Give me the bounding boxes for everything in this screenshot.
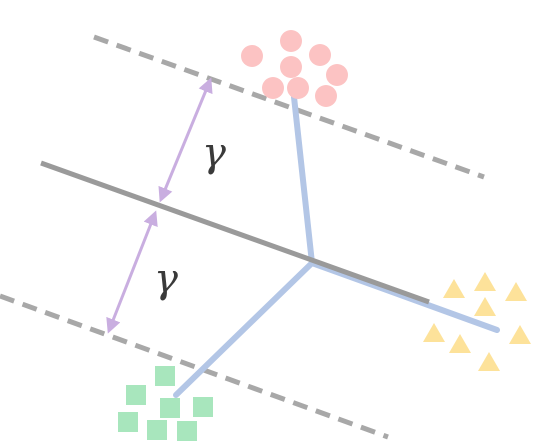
lower-margin-line [0, 293, 389, 440]
class-square-point [118, 412, 138, 432]
lower-margin-label: γ [154, 256, 178, 302]
class-square-point [155, 366, 175, 386]
upper-margin-arrow [158, 77, 213, 203]
connector-lines [173, 94, 500, 398]
class-triangle-point [474, 272, 496, 291]
class-circle-point [280, 56, 302, 78]
class-circle-point [326, 64, 348, 86]
connector-to-circles [291, 94, 315, 266]
class-triangle-point [478, 352, 500, 371]
triangle-class-cluster [423, 272, 531, 371]
class-circle-point [309, 44, 331, 66]
class-circle-point [262, 77, 284, 99]
connector-to-triangles [309, 260, 500, 333]
class-triangle-point [443, 279, 465, 298]
upper-margin-label: γ [202, 130, 226, 176]
class-square-point [126, 385, 146, 405]
decision-boundary-line [40, 160, 430, 305]
class-triangle-point [474, 297, 496, 316]
connector-to-squares [173, 260, 315, 398]
upper-margin-line [93, 34, 485, 180]
circle-class-cluster [241, 30, 348, 107]
class-square-point [177, 421, 197, 441]
lower-margin-arrow [106, 210, 158, 334]
square-class-cluster [118, 366, 213, 441]
class-square-point [147, 420, 167, 440]
class-triangle-point [449, 334, 471, 353]
class-circle-point [315, 85, 337, 107]
class-triangle-point [423, 323, 445, 342]
class-circle-point [241, 45, 263, 67]
class-square-point [160, 398, 180, 418]
class-triangle-point [505, 282, 527, 301]
class-square-point [193, 397, 213, 417]
class-circle-point [287, 77, 309, 99]
class-circle-point [280, 30, 302, 52]
class-triangle-point [509, 325, 531, 344]
